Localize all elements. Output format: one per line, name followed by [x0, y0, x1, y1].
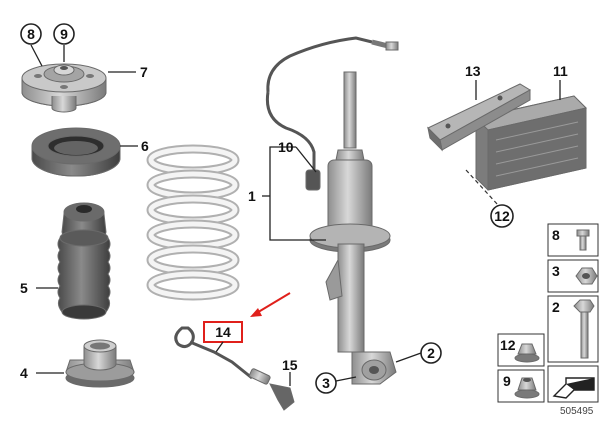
mounting-bracket-part	[427, 83, 531, 152]
callout-4[interactable]: 4	[20, 365, 28, 381]
panel-label-12: 12	[500, 337, 516, 353]
next-page-arrow-icon[interactable]	[552, 377, 595, 399]
dust-boot-part	[57, 202, 111, 320]
long-bolt-icon	[573, 299, 595, 359]
leader-line-10	[295, 146, 317, 173]
panel-label-8: 8	[552, 227, 560, 243]
dashed-line-12	[465, 169, 499, 206]
leader-line-3	[335, 376, 357, 382]
reference-number: 505495	[560, 406, 594, 417]
control-module-part	[475, 95, 587, 191]
svg-text:3: 3	[322, 375, 330, 391]
lower-seat-part	[65, 339, 135, 388]
shock-absorber-part	[309, 71, 397, 385]
leader-line-2	[395, 352, 422, 363]
nut-icon	[575, 267, 598, 285]
callout-6[interactable]: 6	[141, 138, 149, 154]
callout-3[interactable]: 3	[315, 372, 337, 394]
panel-label-3: 3	[552, 263, 560, 279]
callout-12[interactable]: 12	[490, 204, 514, 228]
svg-text:8: 8	[27, 26, 35, 42]
panel-cell-2[interactable]	[547, 295, 599, 363]
callout-13[interactable]: 13	[465, 63, 481, 79]
leader-bracket-1	[269, 146, 326, 241]
svg-text:9: 9	[60, 26, 68, 42]
callout-14[interactable]: 14	[215, 324, 231, 340]
leader-line-14	[215, 341, 224, 353]
callout-9[interactable]: 9	[53, 23, 75, 45]
top-mount-part	[21, 63, 107, 113]
sensor-wire-part	[265, 36, 399, 191]
highlight-arrow	[250, 292, 291, 317]
flange-nut-icon	[514, 343, 540, 363]
callout-15[interactable]: 15	[282, 357, 298, 373]
svg-text:12: 12	[494, 208, 510, 224]
height-sensor-part	[174, 326, 295, 411]
callout-5[interactable]: 5	[20, 280, 28, 296]
hardware-panel: 8 3 2 12 9	[497, 223, 599, 403]
leader-line-8	[30, 44, 43, 67]
callout-10[interactable]: 10	[278, 139, 294, 155]
bolt-icon	[576, 229, 590, 251]
callout-11[interactable]: 11	[553, 63, 568, 79]
callout-1[interactable]: 1	[248, 188, 256, 204]
spring-seat-part	[31, 127, 121, 177]
panel-label-2: 2	[552, 299, 560, 315]
callout-2[interactable]: 2	[420, 342, 442, 364]
panel-label-9: 9	[503, 373, 511, 389]
collar-nut-icon	[514, 377, 540, 399]
coil-spring-part	[146, 144, 240, 301]
svg-text:2: 2	[427, 345, 435, 361]
panel-cell-8[interactable]	[547, 223, 599, 257]
callout-7[interactable]: 7	[140, 64, 148, 80]
callout-8[interactable]: 8	[20, 23, 42, 45]
